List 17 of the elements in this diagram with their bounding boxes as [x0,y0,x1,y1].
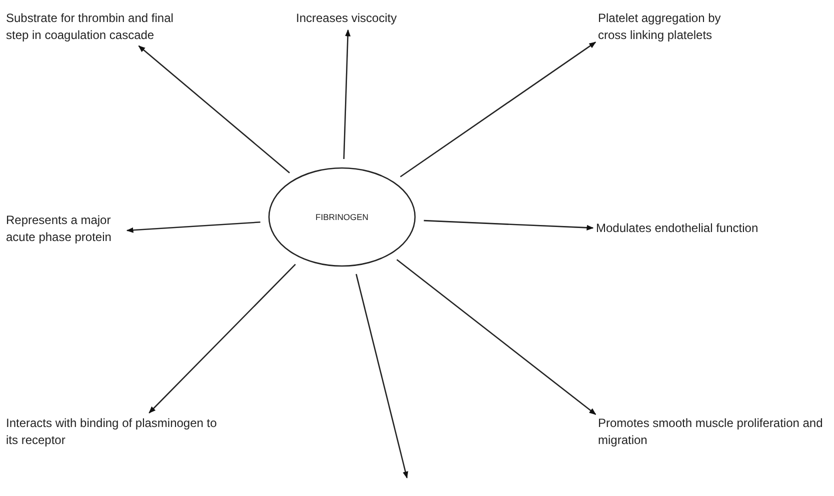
arrow [356,274,408,479]
node-text: Increases viscocity [296,11,397,25]
node-text: Represents a major acute phase protein [6,213,112,244]
node-label: FIBRINOGEN [316,210,368,224]
arrow [138,45,290,174]
arrow [424,220,594,230]
node-text: Interacts with binding of plasminogen to its receptor [6,416,217,447]
arrow [126,221,260,233]
arrow [396,259,596,415]
node-text: Modulates endothelial function [596,221,758,235]
arrow [400,42,596,178]
node-text: Platelet aggregation by cross linking platelets [598,11,721,42]
node-text: Promotes smooth muscle proliferation and migration [598,416,823,447]
arrow [343,29,351,160]
ellipse-node [268,167,416,267]
arrow [148,264,296,414]
node-text: Substrate for thrombin and final step in coagulation cascade [6,11,174,42]
